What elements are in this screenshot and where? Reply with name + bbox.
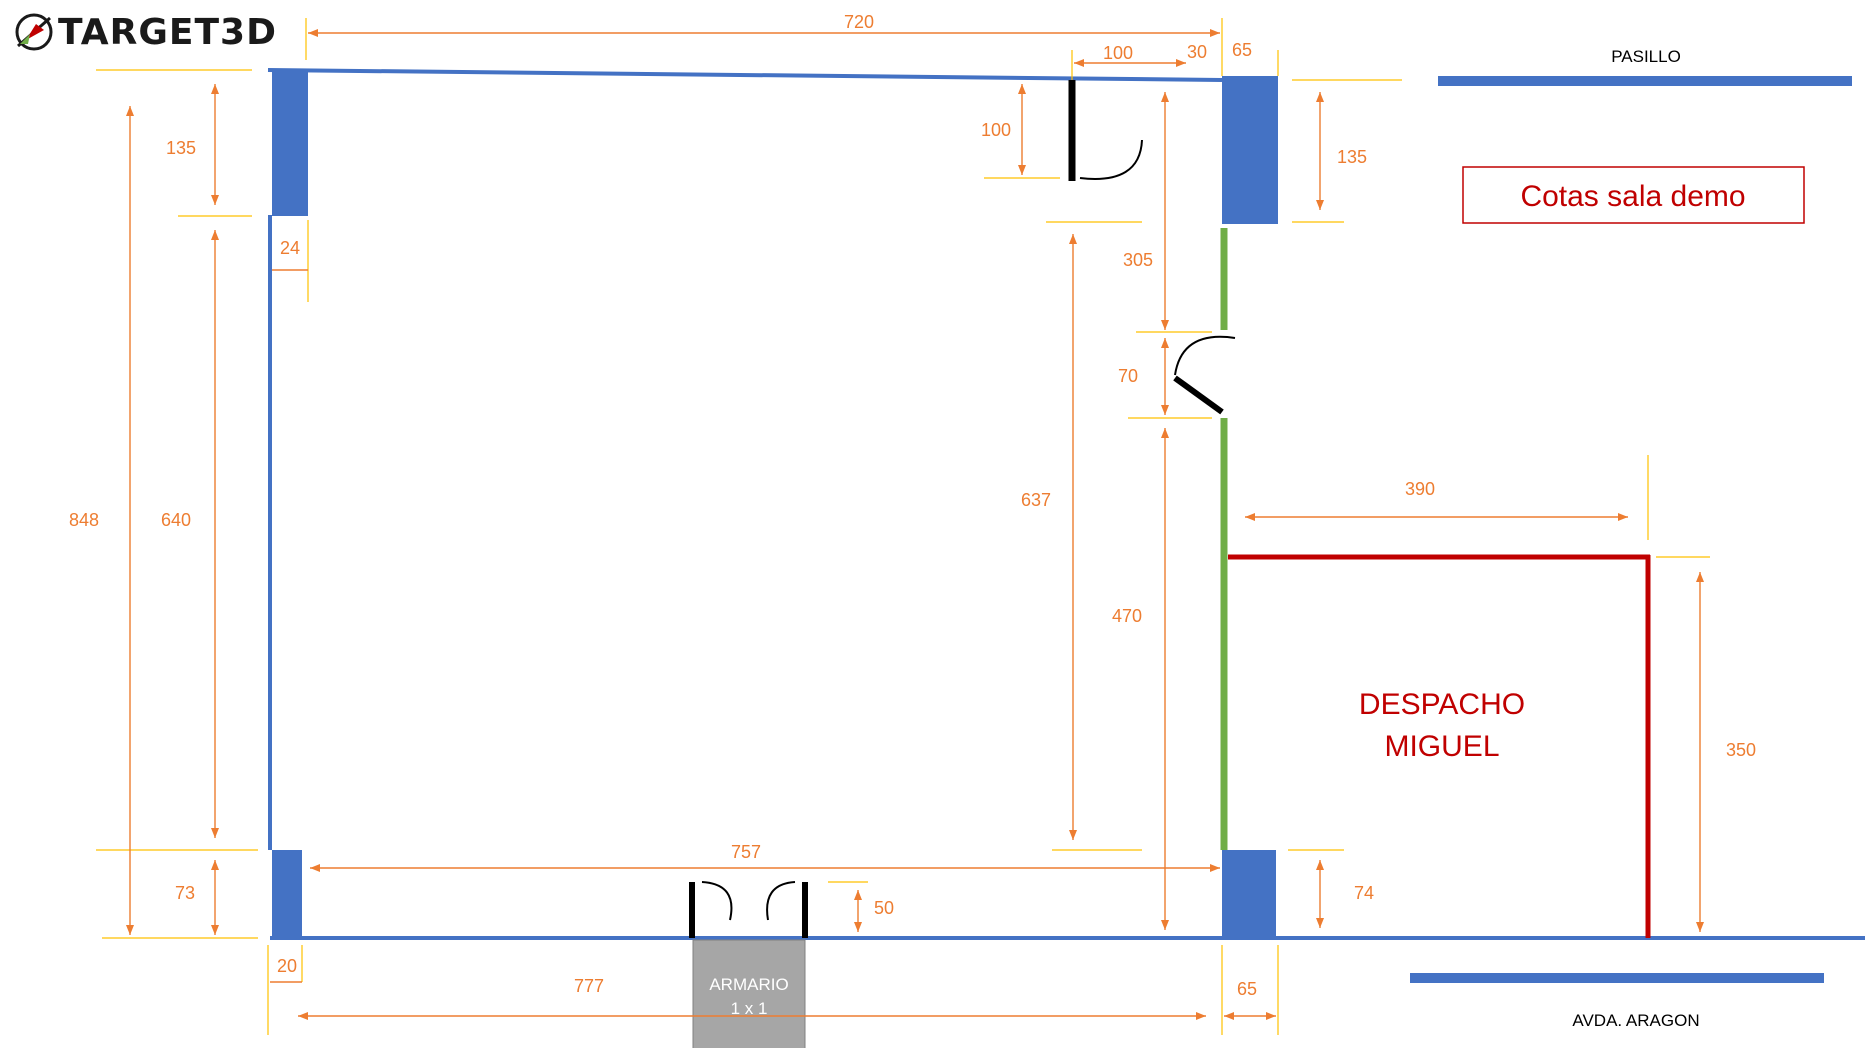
- page-title: Cotas sala demo: [1520, 180, 1745, 213]
- pillar-top-left: [272, 70, 308, 216]
- dim-right-470: 470: [1112, 606, 1142, 626]
- dim-door-width: 100: [1103, 43, 1133, 63]
- dim-inner-637: 637: [1021, 490, 1051, 510]
- target-logo-icon: [15, 13, 53, 51]
- dim-gap-30: 30: [1187, 42, 1207, 62]
- dim-inner-bottom-757: 757: [731, 842, 761, 862]
- dim-cabinet-door: 50: [874, 898, 894, 918]
- dim-pillar-bottom-width: 65: [1237, 979, 1257, 999]
- avda-label: AVDA. ARAGON: [1572, 1011, 1699, 1030]
- dim-left-top-pillar: 135: [166, 138, 196, 158]
- dim-bottom-total: 777: [574, 976, 604, 996]
- title-box: [1462, 166, 1805, 224]
- dim-despacho-width: 390: [1405, 479, 1435, 499]
- logo-text: TARGET3D: [58, 12, 277, 53]
- dim-despacho-height: 350: [1726, 740, 1756, 760]
- dim-top-width: 720: [844, 12, 874, 32]
- avda-bar: [1410, 973, 1824, 983]
- room-walls: [267, 68, 1865, 940]
- dim-pillar-top-width: 65: [1232, 40, 1252, 60]
- extension-lines: [96, 18, 1710, 1035]
- dim-right-gap-305: 305: [1123, 250, 1153, 270]
- pillar-bottom-right: [1222, 850, 1276, 938]
- main-door: [1068, 80, 1143, 181]
- pillar-top-right: [1222, 76, 1278, 224]
- dimension-lines: [129, 32, 1701, 1017]
- armario-label-2: 1 x 1: [731, 999, 768, 1018]
- despacho-label-2: MIGUEL: [1384, 730, 1499, 763]
- arrowheads: [126, 29, 1704, 1020]
- despacho-label-1: DESPACHO: [1359, 688, 1525, 721]
- logo: TARGET3D: [15, 12, 277, 53]
- dim-right-bottom-pillar: 74: [1354, 883, 1374, 903]
- pillar-bottom-left: [272, 850, 302, 938]
- armario-label-1: ARMARIO: [709, 975, 788, 994]
- armario-box: [692, 939, 806, 1048]
- pasillo-label: PASILLO: [1611, 47, 1681, 66]
- dim-left-bottom-pillar: 73: [175, 883, 195, 903]
- dim-left-mid: 640: [161, 510, 191, 530]
- dimension-labels: 720 100 30 65 100 135 135 24 848 640 73 …: [69, 12, 1756, 999]
- dim-total-left: 848: [69, 510, 99, 530]
- cabinet-doors: [689, 881, 808, 938]
- dim-door-height: 100: [981, 120, 1011, 140]
- dim-pillar-thickness: 24: [280, 238, 300, 258]
- dim-right-top-pillar: 135: [1337, 147, 1367, 167]
- side-door: [1173, 335, 1236, 415]
- pasillo-bar: [1438, 76, 1852, 86]
- dim-side-door: 70: [1118, 366, 1138, 386]
- dim-left-bottom-width: 20: [277, 956, 297, 976]
